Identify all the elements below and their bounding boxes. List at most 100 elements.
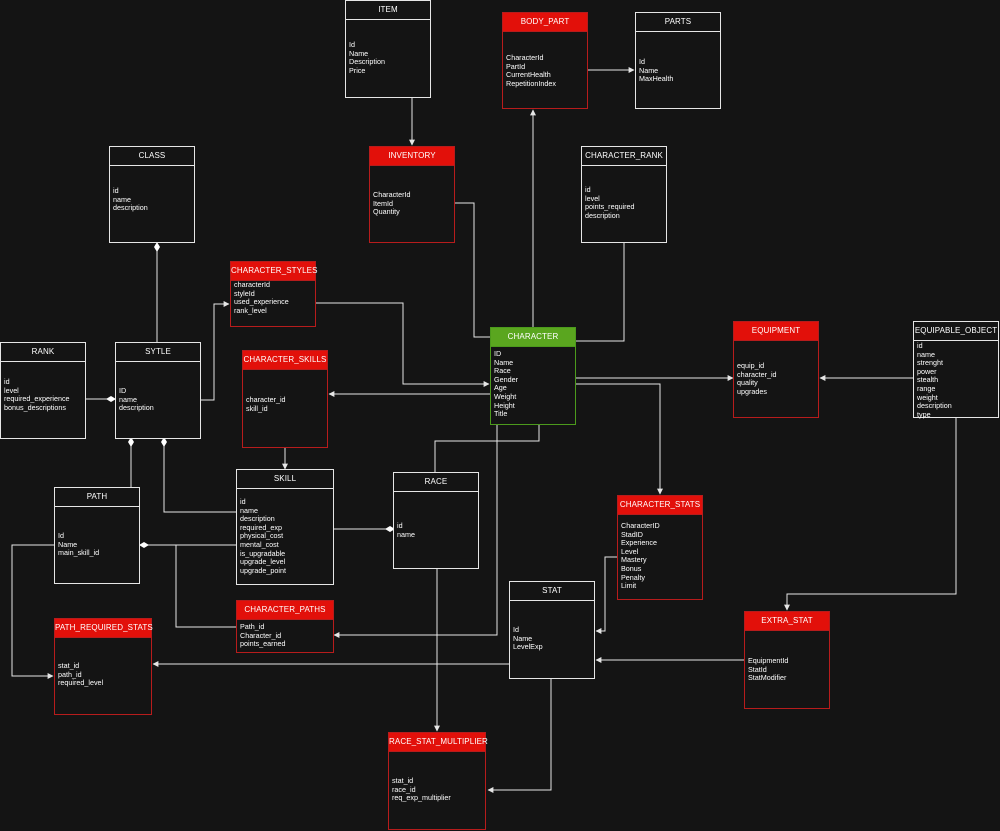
entity-character[interactable]: CHARACTER ID Name Race Gender Age Weight… bbox=[490, 327, 576, 425]
entity-parts[interactable]: PARTS Id Name MaxHealth bbox=[635, 12, 721, 109]
edge-equipable-object-extra-stat bbox=[784, 418, 957, 611]
entity-title: CHARACTER bbox=[491, 328, 575, 347]
field: description bbox=[113, 204, 148, 213]
field: name bbox=[113, 195, 131, 204]
entity-character-skills[interactable]: CHARACTER_SKILLS character_id skill_id bbox=[242, 350, 328, 448]
field: Price bbox=[349, 66, 366, 75]
field: rank_level bbox=[234, 306, 267, 315]
field: Name bbox=[639, 66, 659, 75]
field: id bbox=[397, 522, 403, 530]
entity-fields: Id Name MaxHealth bbox=[639, 58, 718, 84]
entity-character-stats[interactable]: CHARACTER_STATS CharacterID StadID Exper… bbox=[617, 495, 703, 600]
field: description bbox=[917, 402, 952, 411]
field: description bbox=[119, 404, 154, 413]
entity-body-part[interactable]: BODY_PART CharacterId PartId CurrentHeal… bbox=[502, 12, 588, 109]
entity-race[interactable]: RACE id name bbox=[393, 472, 479, 569]
field: StadID bbox=[621, 530, 643, 539]
edge-character-rank-character bbox=[576, 243, 625, 342]
entity-skill[interactable]: SKILL id name description required_exp p… bbox=[236, 469, 334, 585]
field: CharacterId bbox=[506, 54, 544, 62]
field: type bbox=[917, 410, 931, 419]
entity-title: PATH_REQUIRED_STATS bbox=[55, 619, 153, 638]
field: physical_cost bbox=[240, 532, 284, 541]
diamond-sytle-skill bbox=[161, 437, 167, 447]
field: Title bbox=[494, 410, 508, 419]
entity-title: CHARACTER_RANK bbox=[582, 147, 666, 166]
entity-fields: stat_id path_id required_level bbox=[58, 662, 149, 688]
diamond-rank-sytle bbox=[106, 396, 116, 402]
field: Experience bbox=[621, 539, 657, 548]
entity-sytle[interactable]: SYTLE ID name description bbox=[115, 342, 201, 439]
entity-fields: Id Name main_skill_id bbox=[58, 532, 137, 558]
edge-sytle-character-styles bbox=[201, 301, 230, 401]
field: StatModifier bbox=[748, 674, 787, 683]
field: Age bbox=[494, 384, 507, 393]
entity-fields: CharacterID StadID Experience Level Mast… bbox=[621, 522, 700, 591]
diamond-skill-race bbox=[385, 526, 395, 532]
field: upgrades bbox=[737, 387, 767, 396]
entity-character-styles[interactable]: CHARACTER_STYLES characterId styleId use… bbox=[230, 261, 317, 327]
field: required_level bbox=[58, 679, 104, 688]
entity-path[interactable]: PATH Id Name main_skill_id bbox=[54, 487, 140, 584]
entity-equipment[interactable]: EQUIPMENT equip_id character_id quality … bbox=[733, 321, 819, 418]
entity-title: PATH bbox=[55, 488, 139, 507]
entity-extra-stat[interactable]: EXTRA_STAT EquipmentId StatId StatModifi… bbox=[744, 611, 830, 709]
edge-character-stats-stat bbox=[595, 556, 618, 634]
field: id bbox=[585, 186, 591, 194]
field: CurrentHealth bbox=[506, 71, 551, 80]
field: name bbox=[240, 506, 258, 515]
field: skill_id bbox=[246, 404, 268, 413]
entity-equipable-object[interactable]: EQUIPABLE_OBJECT id name strenght power … bbox=[913, 321, 999, 418]
field: points_earned bbox=[240, 640, 286, 649]
field: Penalty bbox=[621, 573, 645, 582]
field: ID bbox=[119, 387, 127, 395]
entity-title: EQUIPABLE_OBJECT bbox=[914, 322, 998, 341]
field: Quantity bbox=[373, 208, 400, 217]
field: path_id bbox=[58, 670, 82, 679]
field: Path_id bbox=[240, 623, 265, 631]
field: points_required bbox=[585, 203, 635, 212]
entity-stat[interactable]: STAT Id Name LevelExp bbox=[509, 581, 595, 679]
entity-title: CHARACTER_PATHS bbox=[237, 601, 333, 620]
entity-path-required-stats[interactable]: PATH_REQUIRED_STATS stat_id path_id requ… bbox=[54, 618, 153, 715]
field: Character_id bbox=[240, 631, 282, 640]
entity-inventory[interactable]: INVENTORY CharacterId ItemId Quantity bbox=[369, 146, 455, 243]
entity-character-rank[interactable]: CHARACTER_RANK id level points_required … bbox=[581, 146, 667, 243]
entity-race-stat-multiplier[interactable]: RACE_STAT_MULTIPLIER stat_id race_id req… bbox=[388, 732, 488, 830]
field: Name bbox=[58, 540, 78, 549]
entity-title: EXTRA_STAT bbox=[745, 612, 829, 631]
field: weight bbox=[917, 393, 938, 402]
entity-rank[interactable]: RANK id level required_experience bonus_… bbox=[0, 342, 86, 439]
field: equip_id bbox=[737, 362, 765, 370]
edge-stat-race-stat-multiplier bbox=[487, 679, 552, 793]
field: name bbox=[119, 395, 137, 404]
edge-path-path-required-stats bbox=[11, 544, 55, 679]
field: character_id bbox=[246, 396, 286, 404]
field: Race bbox=[494, 367, 511, 376]
field: Name bbox=[494, 358, 514, 367]
entity-item[interactable]: ITEM Id Name Description Price bbox=[345, 0, 431, 98]
field: MaxHealth bbox=[639, 75, 674, 84]
field: id bbox=[113, 187, 119, 195]
entity-fields: Path_id Character_id points_earned bbox=[240, 623, 331, 649]
field: main_skill_id bbox=[58, 549, 100, 558]
entity-fields: equip_id character_id quality upgrades bbox=[737, 362, 816, 396]
entity-fields: Id Name LevelExp bbox=[513, 626, 592, 652]
field: styleId bbox=[234, 289, 255, 298]
field: required_exp bbox=[240, 523, 282, 532]
field: stat_id bbox=[58, 662, 80, 670]
entity-fields: EquipmentId StatId StatModifier bbox=[748, 657, 827, 683]
field: Weight bbox=[494, 392, 517, 401]
field: range bbox=[917, 384, 936, 393]
diamond-sytle-path bbox=[128, 437, 134, 447]
edge-character-character-stats bbox=[576, 383, 663, 495]
entity-fields: id level points_required description bbox=[585, 186, 664, 220]
field: Id bbox=[639, 58, 645, 66]
entity-fields: character_id skill_id bbox=[246, 396, 325, 413]
entity-class[interactable]: CLASS id name description bbox=[109, 146, 195, 243]
entity-character-paths[interactable]: CHARACTER_PATHS Path_id Character_id poi… bbox=[236, 600, 334, 653]
field: quality bbox=[737, 379, 758, 388]
entity-title: CHARACTER_SKILLS bbox=[243, 351, 327, 370]
field: Limit bbox=[621, 582, 637, 591]
entity-title: INVENTORY bbox=[370, 147, 454, 166]
